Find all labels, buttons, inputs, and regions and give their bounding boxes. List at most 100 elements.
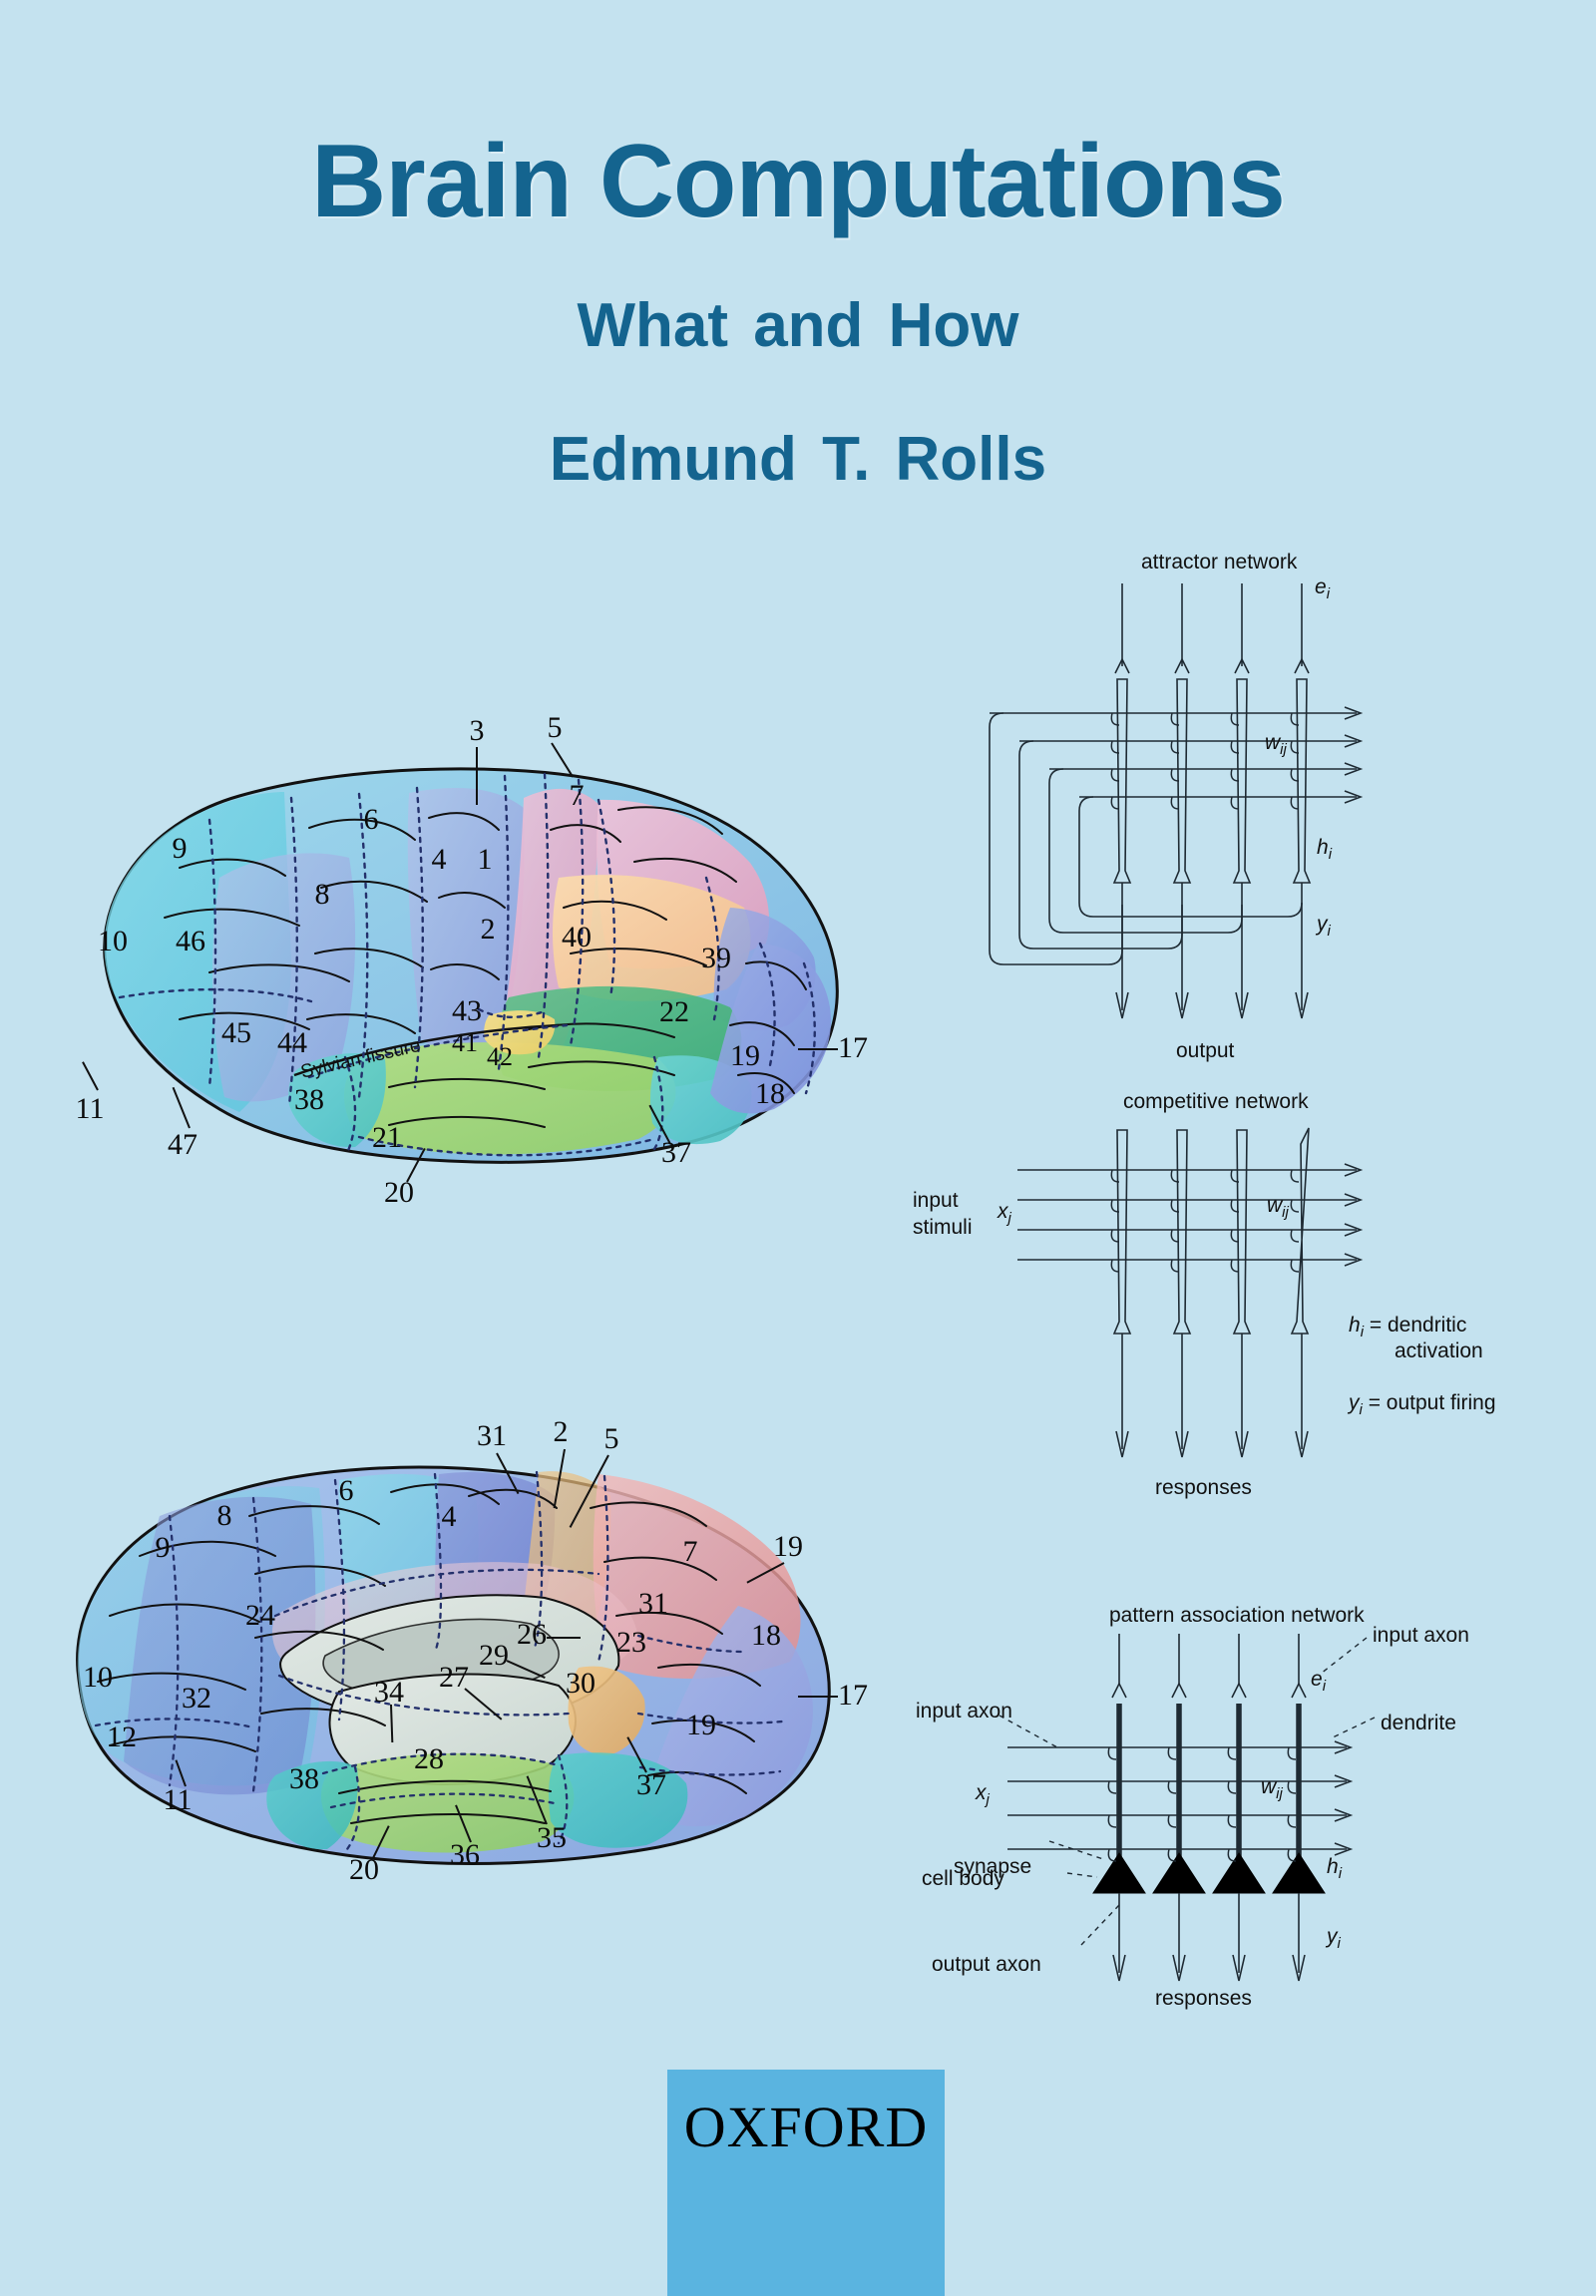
pa-synapses bbox=[1107, 1746, 1297, 1862]
area-label-41: 41 bbox=[452, 1028, 478, 1057]
area-label-22: 22 bbox=[659, 995, 689, 1028]
medial-area-label-27: 27 bbox=[439, 1661, 469, 1694]
attractor-output-axons bbox=[1115, 883, 1309, 1019]
area-label-8: 8 bbox=[314, 878, 330, 911]
title-block: Brain Computations What and How Edmund T… bbox=[0, 0, 1596, 491]
area-label-5: 5 bbox=[547, 711, 563, 744]
pa-input-axon-right-label: input axon bbox=[1373, 1624, 1469, 1647]
medial-area-label-7: 7 bbox=[682, 1535, 698, 1568]
pa-hi-label: hi bbox=[1327, 1855, 1343, 1882]
brain-medial-svg bbox=[76, 1465, 831, 1865]
area-label-1: 1 bbox=[477, 843, 493, 876]
attractor-recurrent-lines bbox=[990, 706, 1364, 804]
brain-medial-diagram bbox=[40, 1456, 868, 1885]
medial-area-label-34: 34 bbox=[374, 1676, 404, 1709]
attractor-synapses bbox=[1110, 712, 1300, 810]
medial-area-label-5: 5 bbox=[603, 1422, 619, 1455]
pa-ei-label: ei bbox=[1311, 1668, 1327, 1695]
medial-area-label-37: 37 bbox=[636, 1768, 666, 1801]
medial-area-label-32: 32 bbox=[182, 1682, 211, 1715]
competitive-input-label-line1: input bbox=[913, 1189, 959, 1212]
attractor-input-arrowheads bbox=[1114, 657, 1310, 674]
medial-area-label-19b: 19 bbox=[686, 1709, 716, 1741]
pa-input-axons bbox=[1111, 1634, 1307, 1699]
area-label-7: 7 bbox=[569, 779, 585, 812]
pa-dendrites bbox=[1116, 1704, 1302, 1877]
pattern-association-figure: pattern association network bbox=[898, 1604, 1596, 2035]
area-label-43: 43 bbox=[452, 994, 482, 1027]
competitive-responses-label: responses bbox=[1155, 1476, 1252, 1499]
area-label-9: 9 bbox=[172, 832, 188, 865]
medial-area-label-23: 23 bbox=[616, 1626, 646, 1659]
competitive-network-figure: competitive network bbox=[913, 1090, 1576, 1531]
leader-line-m26 bbox=[547, 1637, 581, 1639]
area-label-17: 17 bbox=[838, 1031, 868, 1064]
area-label-39: 39 bbox=[701, 942, 731, 974]
pa-wij-label: wij bbox=[1261, 1775, 1283, 1802]
medial-area-label-26: 26 bbox=[517, 1618, 547, 1651]
medial-area-boundaries bbox=[94, 1470, 784, 1851]
area-label-42: 42 bbox=[487, 1042, 513, 1071]
region-parahippocampal bbox=[320, 1752, 575, 1853]
attractor-dendrites bbox=[1112, 678, 1312, 884]
area-label-45: 45 bbox=[221, 1016, 251, 1049]
attractor-input-axons bbox=[1121, 583, 1303, 666]
brain-lateral-svg bbox=[103, 767, 839, 1164]
competitive-hi-note2: activation bbox=[1395, 1339, 1483, 1362]
publisher-logo: OXFORD bbox=[667, 2070, 945, 2296]
book-subtitle: What and How bbox=[577, 291, 1019, 360]
pattern-association-title: pattern association network bbox=[1109, 1604, 1365, 1627]
medial-area-label-12: 12 bbox=[107, 1721, 137, 1753]
area-label-44: 44 bbox=[277, 1026, 307, 1059]
publisher-name: OXFORD bbox=[683, 2095, 929, 2159]
medial-area-label-9: 9 bbox=[155, 1531, 171, 1564]
area-label-18: 18 bbox=[755, 1077, 785, 1110]
leader-line-17 bbox=[798, 1048, 838, 1050]
region-precentral bbox=[407, 788, 525, 1053]
area-boundaries bbox=[118, 772, 816, 1157]
medial-area-label-10: 10 bbox=[83, 1661, 113, 1694]
area-label-21: 21 bbox=[372, 1121, 402, 1154]
medial-area-label-31b: 31 bbox=[638, 1587, 668, 1620]
medial-area-label-8: 8 bbox=[216, 1499, 232, 1532]
area-label-10: 10 bbox=[98, 925, 128, 957]
pa-output-axon-label: output axon bbox=[932, 1953, 1041, 1976]
medial-area-label-6: 6 bbox=[338, 1474, 354, 1507]
area-label-2: 2 bbox=[480, 913, 496, 946]
attractor-network-svg bbox=[989, 583, 1364, 1019]
area-label-38: 38 bbox=[294, 1083, 324, 1116]
attractor-feedback-loops bbox=[989, 712, 1303, 965]
region-occipital bbox=[710, 944, 831, 1114]
competitive-yi-note: yi = output firing bbox=[1349, 1391, 1496, 1418]
medial-area-label-2: 2 bbox=[553, 1415, 569, 1448]
brain-lateral-diagram bbox=[60, 758, 878, 1207]
medial-area-label-17: 17 bbox=[838, 1679, 868, 1712]
competitive-wij-label: wij bbox=[1267, 1194, 1289, 1221]
area-label-47: 47 bbox=[168, 1128, 198, 1161]
area-label-37: 37 bbox=[661, 1136, 691, 1169]
medial-area-label-28: 28 bbox=[414, 1742, 444, 1775]
region-medial-fusiform bbox=[549, 1752, 688, 1848]
region-medial-temporal-pole bbox=[266, 1760, 358, 1850]
medial-area-label-20: 20 bbox=[349, 1853, 379, 1886]
region-medial-occipital bbox=[642, 1606, 813, 1827]
pa-synapse-label: synapse bbox=[954, 1855, 1032, 1878]
region-supramarginal bbox=[553, 875, 751, 1001]
medial-area-label-19a: 19 bbox=[773, 1530, 803, 1563]
medial-area-label-18: 18 bbox=[751, 1619, 781, 1652]
region-mid-temporal bbox=[343, 1042, 676, 1155]
area-label-20: 20 bbox=[384, 1176, 414, 1209]
medial-area-label-29: 29 bbox=[479, 1639, 509, 1672]
region-retrosplenial bbox=[568, 1666, 645, 1755]
pa-pointer-lines bbox=[998, 1637, 1376, 1946]
leader-line-3 bbox=[476, 747, 478, 805]
page-title: Brain Computations bbox=[311, 124, 1286, 239]
region-dlpfc bbox=[212, 853, 356, 1102]
area-label-6: 6 bbox=[363, 803, 379, 836]
attractor-network-title: attractor network bbox=[1141, 551, 1298, 574]
competitive-network-svg bbox=[1017, 1127, 1364, 1458]
competitive-xj-label: xj bbox=[998, 1200, 1011, 1227]
pa-input-lines bbox=[1007, 1740, 1354, 1856]
area-label-19: 19 bbox=[730, 1039, 760, 1072]
